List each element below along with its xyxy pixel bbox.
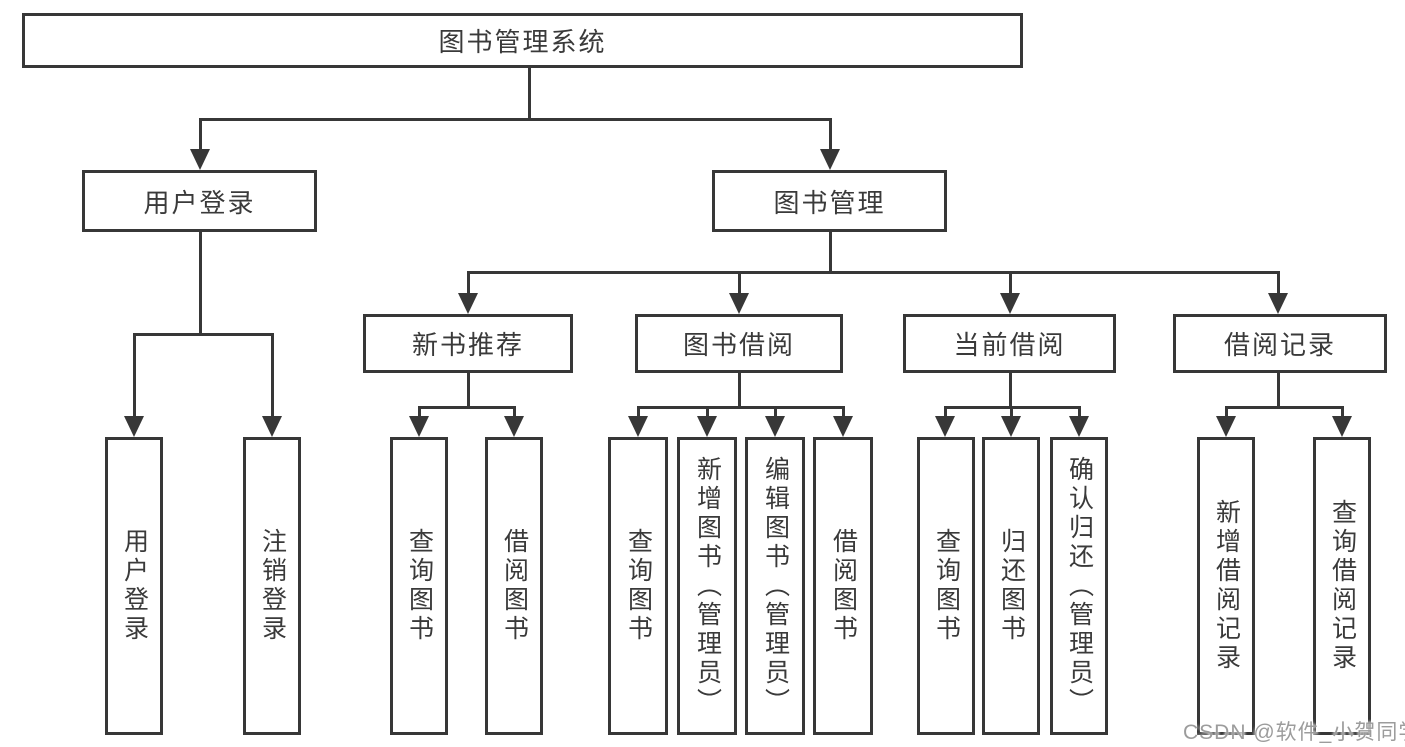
arrow-down-icon — [628, 416, 648, 437]
connector-stem — [738, 373, 741, 409]
leaf-current-return-books: 归还图书 — [982, 437, 1040, 735]
leaf-borrow-edit-books-admin: 编辑图书（管理员） — [745, 437, 805, 735]
leaf-newbooks-borrow-books: 借阅图书 — [485, 437, 543, 735]
connector-stem — [199, 232, 202, 336]
node-current-borrow: 当前借阅 — [903, 314, 1116, 373]
leaf-borrow-add-books-admin: 新增图书（管理员） — [677, 437, 737, 735]
connector-stem — [133, 333, 136, 421]
connector-branch — [467, 271, 1280, 274]
connector-stem — [1010, 406, 1013, 420]
connector-stem — [467, 373, 470, 409]
arrow-down-icon — [504, 416, 524, 437]
connector-stem — [1009, 271, 1012, 296]
connector-stem — [842, 406, 845, 420]
arrow-down-icon — [820, 149, 840, 170]
leaf-current-confirm-return-admin: 确认归还（管理员） — [1050, 437, 1108, 735]
connector-branch — [418, 406, 516, 409]
arrow-down-icon — [1216, 416, 1236, 437]
connector-stem — [418, 406, 421, 420]
leaf-newbooks-query-books: 查询图书 — [390, 437, 448, 735]
connector-branch — [133, 333, 274, 336]
arrow-down-icon — [1332, 416, 1352, 437]
connector-stem — [829, 232, 832, 274]
connector-stem — [706, 406, 709, 420]
connector-stem — [829, 118, 832, 154]
arrow-down-icon — [1268, 293, 1288, 314]
leaf-records-add-record: 新增借阅记录 — [1197, 437, 1255, 735]
connector-stem — [1341, 406, 1344, 420]
arrow-down-icon — [1000, 293, 1020, 314]
connector-stem — [1277, 373, 1280, 409]
connector-stem — [271, 333, 274, 421]
node-new-book-recommend: 新书推荐 — [363, 314, 573, 373]
node-root-library-system: 图书管理系统 — [22, 13, 1023, 68]
csdn-watermark: CSDN @软件_小贺同学 — [1183, 721, 1405, 744]
connector-stem — [199, 118, 202, 154]
arrow-down-icon — [1069, 416, 1089, 437]
arrow-down-icon — [833, 416, 853, 437]
node-book-borrow: 图书借阅 — [635, 314, 843, 373]
connector-stem — [1078, 406, 1081, 420]
connector-stem — [1277, 271, 1280, 296]
arrow-down-icon — [190, 149, 210, 170]
connector-stem — [637, 406, 640, 420]
connector-stem — [738, 271, 741, 296]
arrow-down-icon — [458, 293, 478, 314]
leaf-borrow-borrow-books: 借阅图书 — [813, 437, 873, 735]
connector-stem — [1225, 406, 1228, 420]
connector-stem — [513, 406, 516, 420]
connector-branch — [637, 406, 845, 409]
connector-root-branch — [199, 118, 832, 121]
node-user-login: 用户登录 — [82, 170, 317, 232]
leaf-current-query-books: 查询图书 — [917, 437, 975, 735]
node-borrow-records: 借阅记录 — [1173, 314, 1387, 373]
leaf-borrow-query-books: 查询图书 — [608, 437, 668, 735]
connector-stem — [774, 406, 777, 420]
leaf-records-query-record: 查询借阅记录 — [1313, 437, 1371, 735]
leaf-logout: 注销登录 — [243, 437, 301, 735]
node-book-management: 图书管理 — [712, 170, 947, 232]
arrow-down-icon — [124, 416, 144, 437]
connector-stem — [944, 406, 947, 420]
arrow-down-icon — [262, 416, 282, 437]
arrow-down-icon — [1001, 416, 1021, 437]
arrow-down-icon — [935, 416, 955, 437]
arrow-down-icon — [729, 293, 749, 314]
arrow-down-icon — [697, 416, 717, 437]
arrow-down-icon — [765, 416, 785, 437]
arrow-down-icon — [409, 416, 429, 437]
connector-stem — [467, 271, 470, 296]
connector-stem — [1009, 373, 1012, 409]
leaf-user-login: 用户登录 — [105, 437, 163, 735]
connector-root-stem — [528, 66, 531, 120]
connector-branch — [1225, 406, 1344, 409]
